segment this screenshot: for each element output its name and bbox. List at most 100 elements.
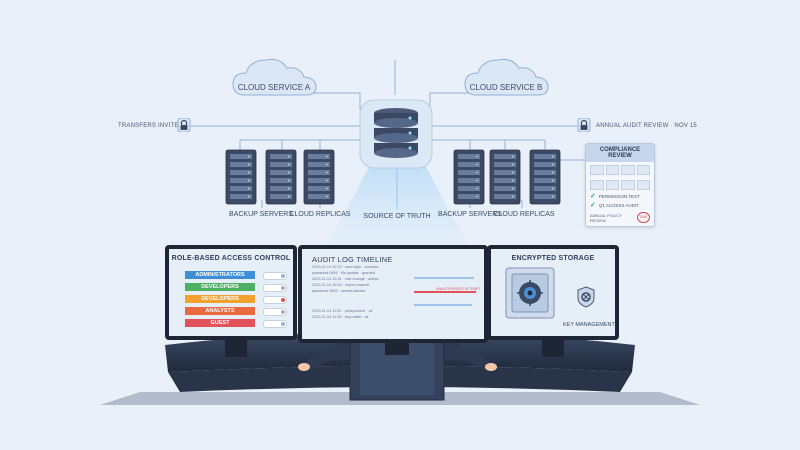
server-led xyxy=(552,187,554,190)
key-management-label: KEY MANAGEMENT xyxy=(563,322,615,328)
server-slot xyxy=(230,170,252,175)
server-slot xyxy=(534,162,556,167)
compliance-item: ✓Q1 ACCESS AUDIT xyxy=(586,201,654,210)
log-entry: 2023-11-14 10:22 · user.login · success xyxy=(312,265,379,269)
timeline-bar xyxy=(414,304,472,306)
server-led xyxy=(476,179,478,182)
server-slot xyxy=(458,154,480,159)
role-row[interactable]: ANALYSTS xyxy=(185,307,255,315)
source-of-truth-label: SOURCE OF TRUTH xyxy=(363,213,431,220)
server-led xyxy=(248,187,250,190)
compliance-item-label: PERMISSION TEST xyxy=(598,194,640,199)
role-toggle[interactable] xyxy=(263,272,287,280)
role-toggle[interactable] xyxy=(263,284,287,292)
server-slot xyxy=(270,186,292,191)
due-stamp: DUE xyxy=(637,212,650,223)
server-slot xyxy=(270,162,292,167)
server-led xyxy=(326,195,328,198)
check-icon: ✓ xyxy=(590,202,596,209)
server-led xyxy=(552,155,554,158)
server-slot xyxy=(270,194,292,199)
server-slot xyxy=(534,178,556,183)
server-led xyxy=(476,187,478,190)
server-slot xyxy=(494,162,516,167)
alert-text: UNAUTHORIZED ATTEMPT xyxy=(436,287,481,291)
server-led xyxy=(512,171,514,174)
compliance-item-label: Q1 ACCESS AUDIT xyxy=(598,203,639,208)
server-slot xyxy=(458,170,480,175)
alert-bar xyxy=(414,291,476,293)
cloud-b-label: CLOUD SERVICE B xyxy=(469,83,543,92)
server-slot xyxy=(494,170,516,175)
cloud-replicas-label-right: CLOUD REPLICAS xyxy=(493,211,555,218)
role-row[interactable]: DEVELOPERS xyxy=(185,283,255,291)
cloud-a-icon xyxy=(232,58,317,96)
server-led xyxy=(512,155,514,158)
server-slot xyxy=(270,170,292,175)
transfers-label: TRANSFERS INVITED xyxy=(118,123,184,129)
check-icon: ✓ xyxy=(590,193,596,200)
server-led xyxy=(288,195,290,198)
compliance-review-card: COMPLIANCE REVIEW ✓PERMISSION TEST ✓Q1 A… xyxy=(585,143,655,227)
role-row[interactable]: GUEST xyxy=(185,319,255,327)
audit-log-title: AUDIT LOG TIMELINE xyxy=(312,255,393,264)
role-toggle[interactable] xyxy=(263,296,287,304)
server-led xyxy=(326,179,328,182)
log-entry: password 0481 · file.update · granted xyxy=(312,271,375,275)
server-led xyxy=(552,163,554,166)
server-led xyxy=(248,155,250,158)
backup-servers-label-right: BACKUP SERVERS xyxy=(438,211,502,218)
key-management-icon xyxy=(577,286,595,308)
server-slot xyxy=(308,154,330,159)
rbac-title: ROLE-BASED ACCESS CONTROL xyxy=(171,255,291,262)
server-led xyxy=(248,171,250,174)
monitor-stand-left xyxy=(225,335,247,357)
cloud-b-icon xyxy=(464,58,549,96)
server-led xyxy=(248,163,250,166)
server-slot xyxy=(494,154,516,159)
role-toggle[interactable] xyxy=(263,308,287,316)
server-slot xyxy=(308,178,330,183)
server-slot xyxy=(458,162,480,167)
audit-log-screen: AUDIT LOG TIMELINE 2023-11-14 10:22 · us… xyxy=(302,249,484,339)
server-slot xyxy=(308,162,330,167)
rbac-screen: ROLE-BASED ACCESS CONTROL ADMINISTRATORS… xyxy=(169,249,293,336)
monitor-right: ENCRYPTED STORAGE KEY MANAGEMENT xyxy=(487,245,619,340)
server-slot xyxy=(494,194,516,199)
server-slot xyxy=(534,154,556,159)
server-slot xyxy=(230,194,252,199)
server-led xyxy=(476,155,478,158)
encrypted-storage-title: ENCRYPTED STORAGE xyxy=(511,255,595,262)
server-led xyxy=(512,195,514,198)
server-slot xyxy=(458,186,480,191)
server-slot xyxy=(534,194,556,199)
role-row[interactable]: ADMINISTRATORS xyxy=(185,271,255,279)
log-entry: 2023-11-14 11:02 · policy.check · ok xyxy=(312,309,373,313)
server-led xyxy=(476,163,478,166)
server-slot xyxy=(458,194,480,199)
server-slot xyxy=(230,154,252,159)
server-slot xyxy=(458,178,480,183)
server-led xyxy=(552,179,554,182)
compliance-title: COMPLIANCE REVIEW xyxy=(586,144,654,162)
log-entry: password 0832 · access.denied xyxy=(312,289,366,293)
compliance-item: ✓PERMISSION TEST xyxy=(586,192,654,201)
role-toggle[interactable] xyxy=(263,320,287,328)
server-slot xyxy=(230,162,252,167)
log-entry: 2023-11-14 11:15 · key.rotate · ok xyxy=(312,315,369,319)
database-icon xyxy=(359,99,433,169)
server-slot xyxy=(308,186,330,191)
server-slot xyxy=(534,186,556,191)
compliance-grid-row xyxy=(586,177,654,192)
server-led xyxy=(476,171,478,174)
audit-review-label: ANNUAL AUDIT REVIEW · NOV 15 xyxy=(596,123,697,129)
timeline-bar xyxy=(414,277,474,279)
role-row[interactable]: DEVELOPERS xyxy=(185,295,255,303)
server-led xyxy=(326,187,328,190)
server-slot xyxy=(308,194,330,199)
monitor-stand-right xyxy=(542,335,564,357)
server-led xyxy=(512,187,514,190)
server-slot xyxy=(230,178,252,183)
